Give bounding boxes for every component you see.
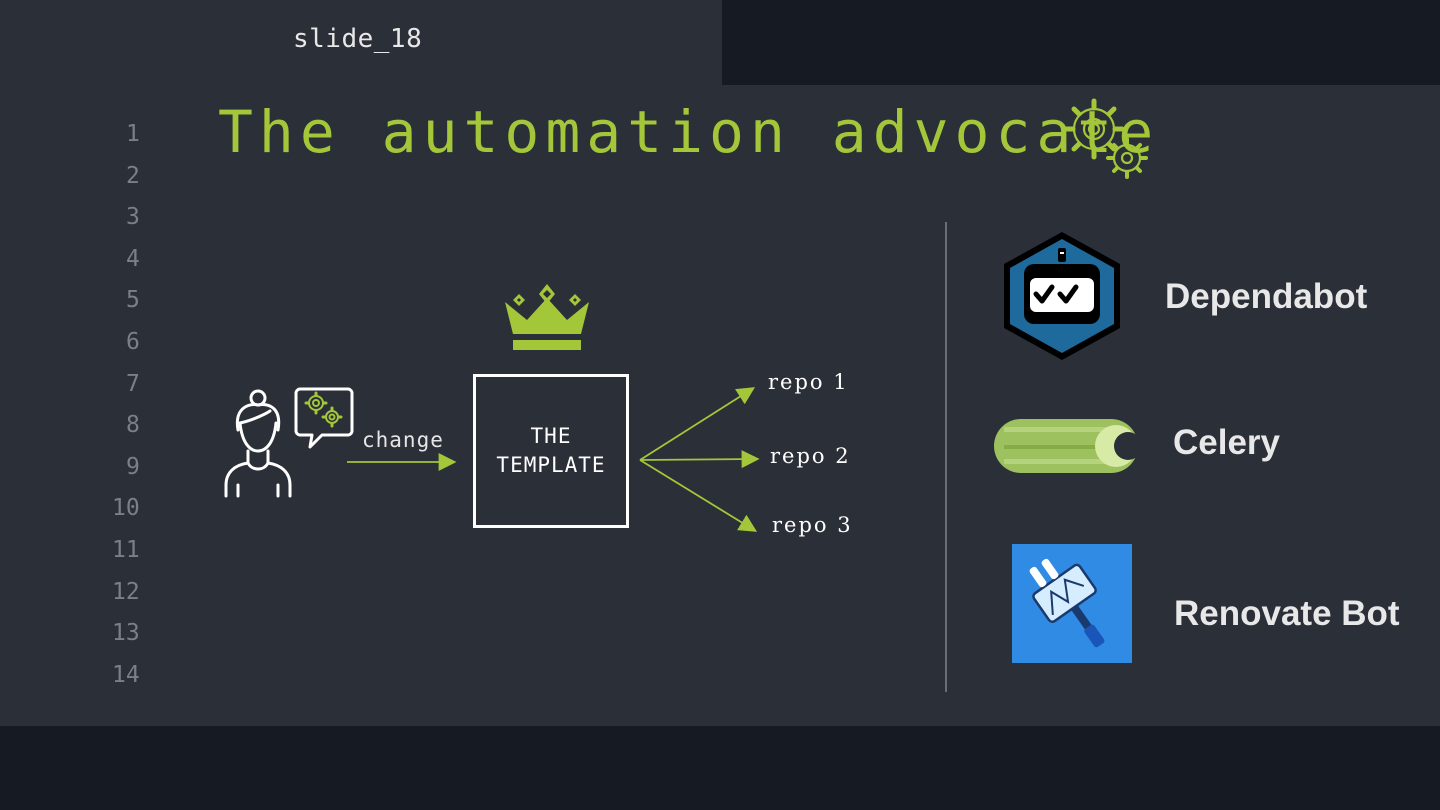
template-line: TEMPLATE — [496, 453, 606, 477]
dependabot-logo-icon — [1004, 232, 1120, 360]
line-number: 4 — [126, 245, 140, 272]
tool-name-celery: Celery — [1173, 423, 1281, 462]
slide-tab-label[interactable]: slide_18 — [293, 24, 423, 54]
line-number: 10 — [112, 495, 140, 522]
template-line: THE — [530, 424, 572, 448]
renovate-logo-icon — [1012, 544, 1132, 663]
repo-3-label: repo 3 — [772, 513, 853, 537]
bottom-panel — [0, 726, 1440, 810]
flow-arrows — [347, 387, 760, 532]
line-numbers-gutter: 1 2 3 4 5 6 7 8 9 10 11 12 13 14 — [112, 114, 172, 696]
line-number: 5 — [126, 287, 140, 314]
line-number: 11 — [112, 536, 140, 563]
slide-title: The automation advocate — [218, 98, 1160, 166]
line-number: 1 — [126, 121, 140, 147]
gears-icon — [1063, 98, 1148, 179]
line-number: 3 — [126, 204, 140, 231]
line-number: 13 — [112, 620, 140, 647]
line-number: 9 — [126, 453, 140, 480]
person-with-idea-icon — [224, 387, 354, 498]
vertical-divider — [945, 222, 947, 692]
line-number: 6 — [126, 328, 140, 355]
repo-2-label: repo 2 — [770, 444, 851, 468]
line-number: 2 — [126, 162, 140, 189]
top-right-panel — [722, 0, 1440, 85]
line-number: 7 — [126, 370, 140, 397]
template-box: THE TEMPLATE — [473, 374, 629, 528]
repo-2-arrow — [639, 450, 760, 469]
celery-logo-icon — [994, 419, 1138, 473]
change-label: change — [362, 428, 444, 452]
line-number: 14 — [112, 661, 140, 688]
tool-name-renovate-bot: Renovate Bot — [1174, 594, 1400, 633]
line-number: 8 — [126, 412, 140, 439]
repo-3-arrow — [639, 459, 758, 532]
repo-1-label: repo 1 — [768, 370, 849, 394]
crown-icon — [505, 284, 589, 350]
repo-1-arrow — [639, 387, 756, 461]
line-number: 12 — [112, 578, 140, 605]
tool-name-dependabot: Dependabot — [1165, 277, 1368, 316]
